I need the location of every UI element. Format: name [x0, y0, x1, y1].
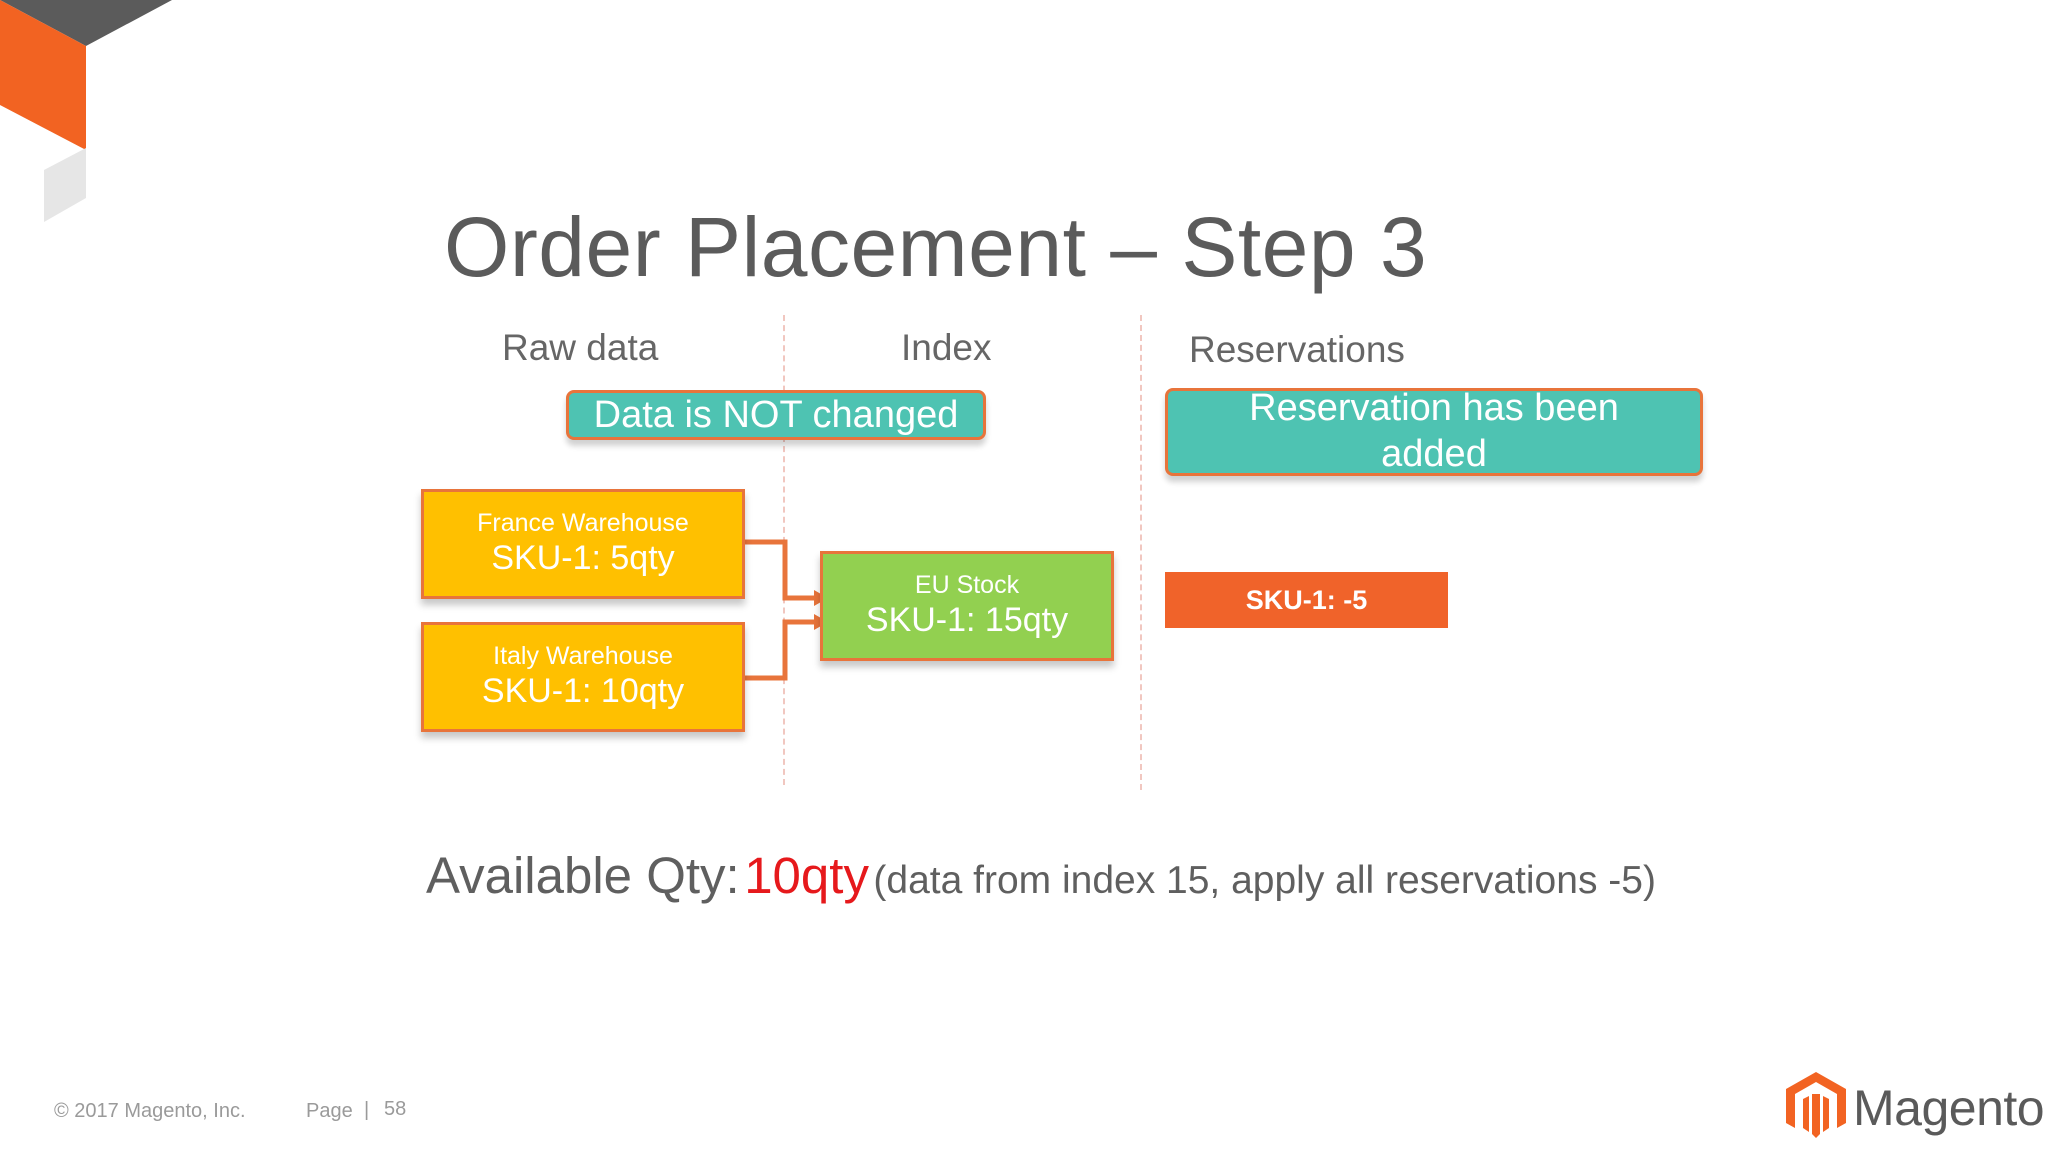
stock-label: EU Stock — [914, 571, 1020, 600]
reservations-callout-line1: Reservation has been — [1249, 387, 1619, 430]
column-header-index: Index — [901, 327, 992, 368]
footer-copyright: © 2017 Magento, Inc. — [54, 1100, 246, 1122]
available-qty-label: Available Qty: — [426, 847, 740, 904]
available-qty-note: (data from index 15, apply all reservati… — [873, 859, 1656, 902]
corner-decoration-icon — [0, 0, 172, 222]
column-header-reservations: Reservations — [1189, 329, 1405, 370]
warehouse-box-france: France Warehouse SKU-1: 5qty — [421, 489, 745, 599]
raw-data-callout: Data is NOT changed — [566, 390, 986, 440]
warehouse-to-stock-connectors — [743, 539, 828, 681]
reservations-callout: Reservation has been added — [1165, 387, 1703, 476]
warehouse-label: Italy Warehouse — [493, 642, 673, 671]
warehouse-sku: SKU-1: 5qty — [491, 538, 675, 577]
footer-page-number: 58 — [384, 1098, 407, 1120]
reservation-item: SKU-1: -5 — [1165, 572, 1448, 628]
brand-wordmark: Magento — [1853, 1080, 2045, 1136]
index-stock-box: EU Stock SKU-1: 15qty — [820, 551, 1114, 661]
column-divider-index-reservations — [1140, 315, 1142, 790]
page-title: Order Placement – Step 3 — [444, 200, 1428, 294]
warehouse-sku: SKU-1: 10qty — [481, 671, 685, 710]
warehouse-box-italy: Italy Warehouse SKU-1: 10qty — [421, 622, 745, 732]
available-qty-value: 10qty — [744, 847, 869, 904]
available-qty-line: Available Qty: 10qty (data from index 15… — [426, 850, 1656, 901]
stock-sku: SKU-1: 15qty — [865, 600, 1069, 639]
reservations-callout-line2: added — [1381, 433, 1487, 475]
magento-logo-icon — [1786, 1072, 1846, 1138]
footer-page-label: Page — [306, 1100, 353, 1122]
warehouse-label: France Warehouse — [477, 509, 689, 538]
footer-separator: | — [364, 1099, 370, 1121]
column-header-raw-data: Raw data — [502, 327, 659, 368]
raw-data-callout-text: Data is NOT changed — [593, 393, 959, 436]
